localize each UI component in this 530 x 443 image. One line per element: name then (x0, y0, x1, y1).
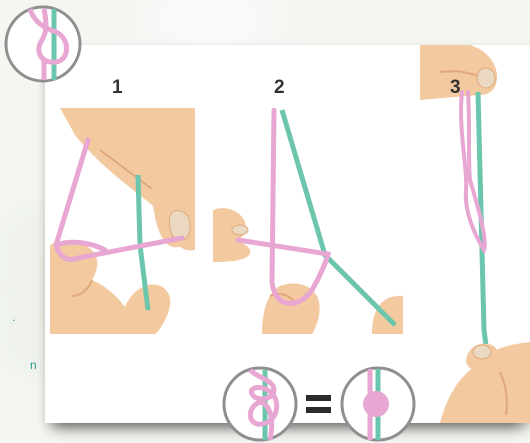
step-2-label: 2 (274, 77, 285, 99)
pink-cord (238, 110, 328, 303)
double-loop-icon (224, 368, 296, 440)
step-1-illustration (50, 108, 195, 334)
step-1-label: 1 (112, 77, 123, 99)
knot-loop-icon (6, 7, 80, 81)
bead-knot-icon (342, 368, 414, 440)
step-3-label: 3 (450, 77, 461, 99)
step-3-illustration (420, 45, 530, 423)
step-2-illustration (213, 110, 403, 334)
equals-icon (306, 395, 331, 413)
